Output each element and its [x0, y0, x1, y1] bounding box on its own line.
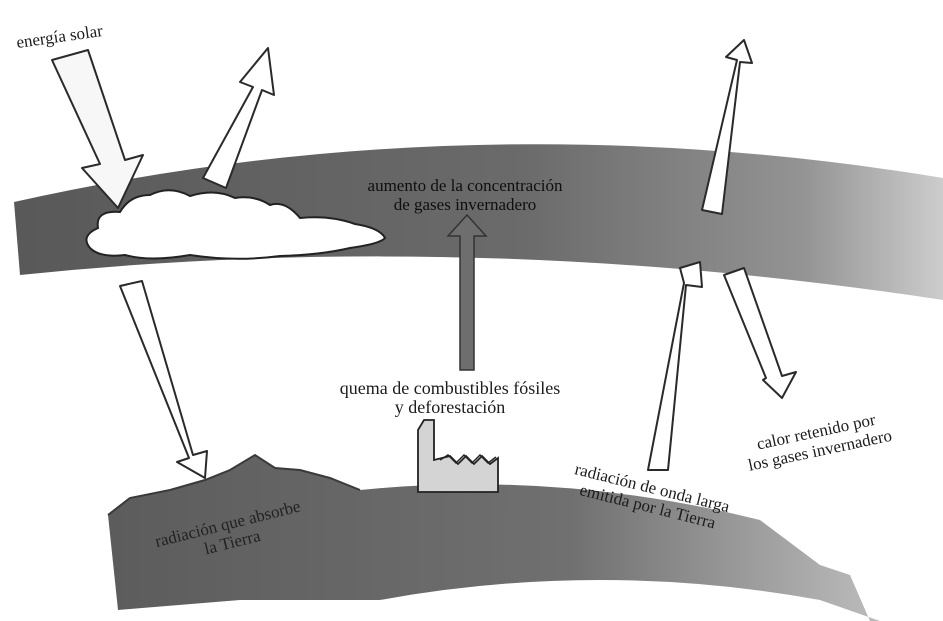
absorbed-radiation-arrow	[120, 281, 207, 478]
factory-icon	[418, 420, 498, 492]
sun-ray-arrow	[52, 50, 143, 208]
fossil-line-1: quema de combustibles fósiles	[305, 379, 595, 398]
heat-retained-arrow	[724, 268, 796, 398]
fossil-line-2: y deforestación	[305, 398, 595, 417]
concentration-line-2: de gases invernadero	[320, 195, 610, 214]
longwave-radiation-arrow	[648, 262, 702, 470]
concentration-label: aumento de la concentración de gases inv…	[320, 176, 610, 214]
fossil-fuel-label: quema de combustibles fósiles y deforest…	[305, 379, 595, 417]
concentration-line-1: aumento de la concentración	[320, 176, 610, 195]
